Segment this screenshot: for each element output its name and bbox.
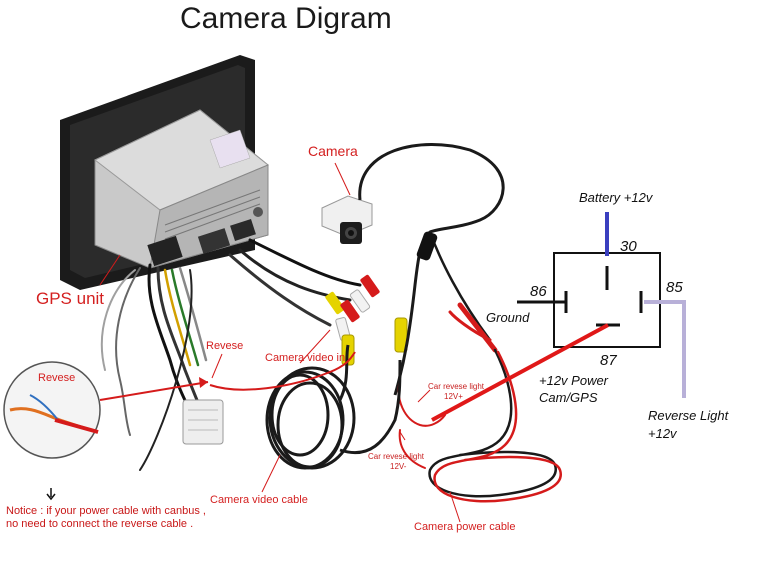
camera-power-cable-label: Camera power cable [414, 521, 516, 533]
pin-85-label: 85 [666, 279, 683, 296]
camera-label: Camera [308, 143, 358, 159]
car-reverse-light-bottom-label: Car revese light [368, 452, 425, 461]
reverse-light-wire [644, 300, 686, 398]
power-out-label-2: Cam/GPS [539, 390, 598, 405]
harness-connector [182, 399, 224, 445]
label-leader-lines [99, 162, 461, 523]
camera-cable [358, 143, 505, 396]
car-reverse-light-top-voltage: 12V+ [444, 392, 463, 401]
reverse-light-label-1: Reverse Light [648, 408, 729, 423]
reverse-inset-circle [3, 361, 101, 459]
ground-label: Ground [486, 310, 530, 325]
camera-video-cable-label: Camera video cable [210, 494, 308, 506]
pin-87-label: 87 [600, 352, 617, 369]
camera-module [321, 195, 373, 244]
notice-line-1: Notice : if your power cable with canbus… [6, 505, 206, 517]
pin-86-label: 86 [530, 283, 547, 300]
relay-diagram [431, 212, 686, 422]
gps-unit-label: GPS unit [36, 289, 105, 308]
page-title: Camera Digram [180, 2, 392, 35]
gps-head-unit [60, 55, 269, 290]
notice-line-2: no need to connect the reverse cable . [6, 518, 194, 530]
reverse-light-label-2: +12v [648, 426, 677, 441]
notice-text: Notice : if your power cable with canbus… [6, 505, 246, 531]
camera-power-cable-wires [397, 302, 562, 503]
down-arrow-icon [46, 488, 56, 501]
battery-label: Battery +12v [579, 190, 653, 205]
power-out-label-1: +12v Power [539, 373, 609, 388]
car-reverse-light-top-label: Car revese light [428, 382, 485, 391]
reverse-label: Revese [206, 340, 244, 352]
power-out-wire [431, 323, 609, 422]
camera-video-cable-coil [265, 344, 402, 470]
car-reverse-light-bottom-voltage: 12V- [390, 462, 407, 471]
reverse-wire [209, 351, 356, 391]
pin-30-label: 30 [620, 238, 637, 255]
camera-video-in-label: Camera video in [265, 352, 346, 364]
reverse-inset-label: Revese [38, 372, 76, 384]
